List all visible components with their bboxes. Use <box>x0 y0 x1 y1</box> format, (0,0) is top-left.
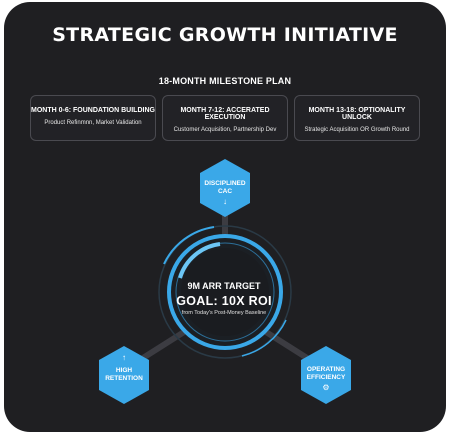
hexagon-left-label: HIGH RETENTION <box>99 367 149 383</box>
hexagon-top-label-line2: CAC <box>217 188 233 195</box>
outer-arc-a <box>163 226 215 265</box>
hexagon-right-label-line2: EFFICIENCY <box>306 374 346 381</box>
hexagon-right-label-line1: OPERATING <box>306 366 346 373</box>
milestone-plan-heading: 18-MONTH MILESTONE PLAN <box>158 76 292 86</box>
page-title: STRATEGIC GROWTH INITIATIVE <box>52 24 398 46</box>
hexagon-left-label-line2: RETENTION <box>105 375 143 382</box>
center-disc <box>181 248 269 336</box>
baseline-note: from Today's Post-Money Baseline <box>181 310 267 316</box>
arrow-down-icon: ↓ <box>223 197 227 206</box>
phase-1-title: MONTH 0-6: FOUNDATION BUILDING <box>31 107 155 114</box>
phase-box-1: MONTH 0-6: FOUNDATION BUILDING Product R… <box>30 95 156 141</box>
highlight-arc <box>178 242 221 279</box>
gear-icon: ⚙ <box>322 383 330 392</box>
infographic-card: STRATEGIC GROWTH INITIATIVE 18-MONTH MIL… <box>4 2 446 432</box>
phase-3-description: Strategic Acquisition OR Growth Round <box>304 127 410 133</box>
arr-target-label: 9M ARR TARGET <box>187 281 261 291</box>
phase-2-description: Customer Acquisition, Partnership Dev <box>173 127 277 133</box>
phase-box-3: MONTH 13-18: OPTIONALITY UNLOCK Strategi… <box>294 95 420 141</box>
phase-box-2: MONTH 7-12: ACCERATED EXECUTION Customer… <box>162 95 288 141</box>
outer-ring <box>158 225 292 359</box>
phase-1-description: Product Refinmnn, Market Validation <box>44 120 142 126</box>
hexagon-top-label: DISCIPLINED CAC <box>200 180 250 196</box>
arrow-up-icon: ↑ <box>122 353 126 362</box>
hexagon-left <box>99 346 149 404</box>
roi-goal-label: GOAL: 10X ROI <box>176 294 272 308</box>
outer-arc-b <box>241 319 287 357</box>
phase-3-title: MONTH 13-18: OPTIONALITY UNLOCK <box>308 107 406 121</box>
hexagon-top <box>200 159 250 217</box>
hexagon-right <box>301 346 351 404</box>
inner-ring <box>175 242 275 342</box>
hexagon-right-label: OPERATING EFFICIENCY <box>301 366 351 382</box>
phase-2-title: MONTH 7-12: ACCERATED EXECUTION <box>180 107 270 121</box>
growth-diagram <box>99 159 351 404</box>
hexagon-top-label-line1: DISCIPLINED <box>204 180 246 187</box>
hexagon-left-label-line1: HIGH <box>115 367 133 374</box>
